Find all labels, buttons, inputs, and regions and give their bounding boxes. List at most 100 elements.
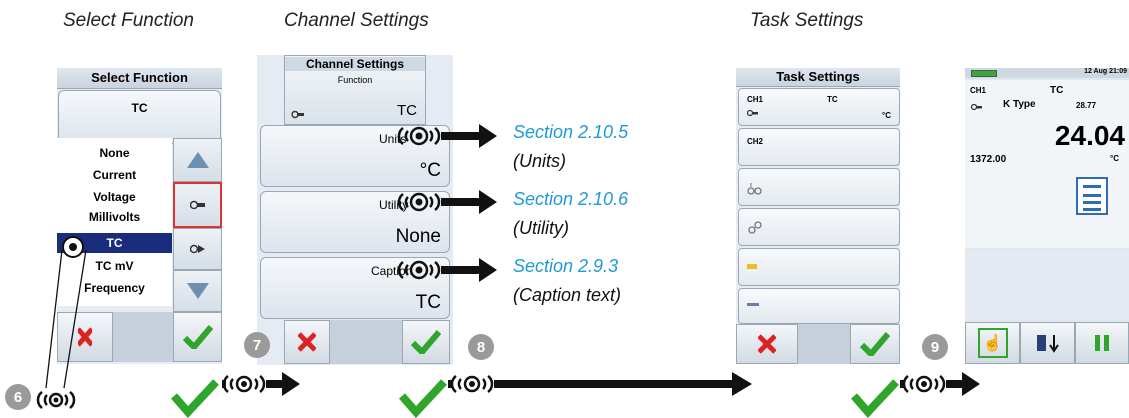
- ch1-func: TC: [827, 95, 838, 104]
- measurement-screen: 12 Aug 21:09 CH1 TC K Type 28.77 24.04 1…: [965, 68, 1129, 364]
- screen-title: Channel Settings: [285, 57, 425, 71]
- pause-button[interactable]: [1075, 322, 1129, 364]
- switch-row[interactable]: [738, 248, 900, 286]
- menu-icon[interactable]: [1076, 177, 1108, 215]
- screen-title: Select Function: [57, 68, 222, 89]
- section-desc-utility: (Utility): [513, 218, 569, 238]
- list-item[interactable]: Frequency: [84, 281, 145, 295]
- ch-label: CH1: [970, 86, 987, 95]
- probe-output-button[interactable]: [173, 228, 222, 270]
- down-arrow-icon: [186, 283, 209, 299]
- pressure-row[interactable]: [738, 168, 900, 206]
- heading-channel-settings: Channel Settings: [284, 10, 429, 31]
- press-point-icon: [62, 236, 84, 258]
- reading-panel[interactable]: CH1 TC K Type 28.77 24.04 1372.00 °C: [965, 80, 1129, 248]
- step-8-flow: [398, 372, 752, 418]
- scroll-up-button[interactable]: [173, 138, 222, 182]
- section-link-units[interactable]: Section 2.10.5: [513, 122, 629, 142]
- check-icon: [398, 379, 447, 418]
- list-item[interactable]: Voltage: [93, 190, 136, 204]
- check-icon: [182, 325, 213, 349]
- channel-header: Channel Settings Function TC: [284, 55, 426, 125]
- cancel-button[interactable]: [57, 312, 113, 362]
- bottom-blank: [113, 312, 173, 362]
- step-badge-8: 8: [468, 334, 494, 360]
- cross-icon: [78, 327, 92, 347]
- press-arrow-caption: [397, 258, 497, 282]
- ch2-label: CH2: [747, 137, 764, 146]
- press-icon: [36, 391, 76, 409]
- hart-icon: [747, 303, 759, 306]
- small-value: 28.77: [1076, 101, 1097, 110]
- tc-type: K Type: [1003, 99, 1036, 110]
- cross-icon: [298, 332, 316, 352]
- cancel-button[interactable]: [736, 324, 798, 364]
- select-function-screen: Select Function TC None Current Voltage …: [57, 68, 222, 364]
- ch1-label: CH1: [747, 95, 764, 104]
- press-lines: [45, 249, 87, 389]
- check-icon: [850, 379, 899, 418]
- pause-icon: [1095, 335, 1109, 351]
- probe-icon: [291, 110, 304, 119]
- heading-select-function: Select Function: [63, 10, 194, 31]
- list-item-selected[interactable]: TC: [57, 233, 172, 253]
- switch-icon: [747, 264, 757, 269]
- press-arrow-units: [397, 124, 497, 148]
- list-item[interactable]: None: [99, 146, 130, 160]
- task-settings-screen: Task Settings CH1 TC °C CH2: [736, 68, 900, 364]
- list-item[interactable]: Current: [92, 168, 137, 182]
- step-9-flow: [850, 372, 980, 418]
- list-item[interactable]: Millivolts: [88, 210, 141, 224]
- selected-function-value[interactable]: TC: [58, 90, 221, 144]
- ch1-row[interactable]: CH1 TC °C: [738, 88, 900, 126]
- press-arrows: [397, 124, 497, 282]
- scroll-down-button[interactable]: [1020, 322, 1075, 364]
- up-arrow-icon: [186, 152, 209, 168]
- confirm-button[interactable]: [173, 312, 222, 362]
- scroll-down-button[interactable]: [173, 270, 222, 312]
- section-desc-caption: (Caption text): [513, 285, 622, 305]
- function-value: TC: [397, 102, 417, 119]
- confirm-button[interactable]: [850, 324, 900, 364]
- probe-icon: [189, 200, 205, 210]
- row-value: °C: [419, 160, 441, 181]
- channel-settings-screen: Channel Settings Function TC Units °C Ut…: [257, 55, 453, 365]
- probe-icon: [971, 103, 982, 111]
- ch1-unit: °C: [882, 111, 891, 120]
- step-7-flow: [170, 372, 300, 418]
- status-bar: 12 Aug 21:09: [965, 68, 1129, 78]
- bottom-blank: [798, 324, 850, 364]
- screen-title: Task Settings: [736, 68, 900, 87]
- main-reading: 24.04: [1054, 120, 1125, 151]
- row-value: None: [395, 226, 441, 247]
- blank-area: [965, 250, 1129, 320]
- probe-output-icon: [189, 244, 205, 254]
- confirm-button[interactable]: [402, 320, 450, 364]
- step-badge-9: 9: [922, 334, 948, 360]
- func-label: TC: [1050, 85, 1064, 96]
- hand-button[interactable]: ☝: [965, 322, 1020, 364]
- list-item[interactable]: TC mV: [95, 259, 134, 273]
- section-desc-units: (Units): [513, 151, 566, 171]
- cancel-button[interactable]: [284, 320, 330, 364]
- section-link-utility[interactable]: Section 2.10.6: [513, 189, 629, 209]
- check-icon: [860, 332, 890, 356]
- sensor-icon: [748, 221, 762, 234]
- ch2-row[interactable]: CH2: [738, 128, 900, 166]
- range-value: 1372.00: [970, 154, 1007, 165]
- sensor2-row[interactable]: [738, 208, 900, 246]
- step-badge-7: 7: [244, 332, 270, 358]
- step-badge-6: 6: [5, 384, 31, 410]
- date-time: 12 Aug 21:09: [1084, 68, 1127, 75]
- hart-row[interactable]: [738, 288, 900, 324]
- section-link-caption[interactable]: Section 2.9.3: [513, 256, 619, 276]
- check-icon: [170, 379, 219, 418]
- bottom-blank: [330, 320, 402, 364]
- reading-unit: °C: [1110, 154, 1119, 163]
- heading-task-settings: Task Settings: [750, 10, 864, 31]
- check-icon: [411, 330, 441, 354]
- sensor-icon: [747, 183, 762, 195]
- row-label: Caption: [371, 264, 413, 278]
- function-list[interactable]: None Current Voltage Millivolts TC TC mV…: [57, 138, 172, 306]
- probe-input-button[interactable]: [173, 182, 222, 228]
